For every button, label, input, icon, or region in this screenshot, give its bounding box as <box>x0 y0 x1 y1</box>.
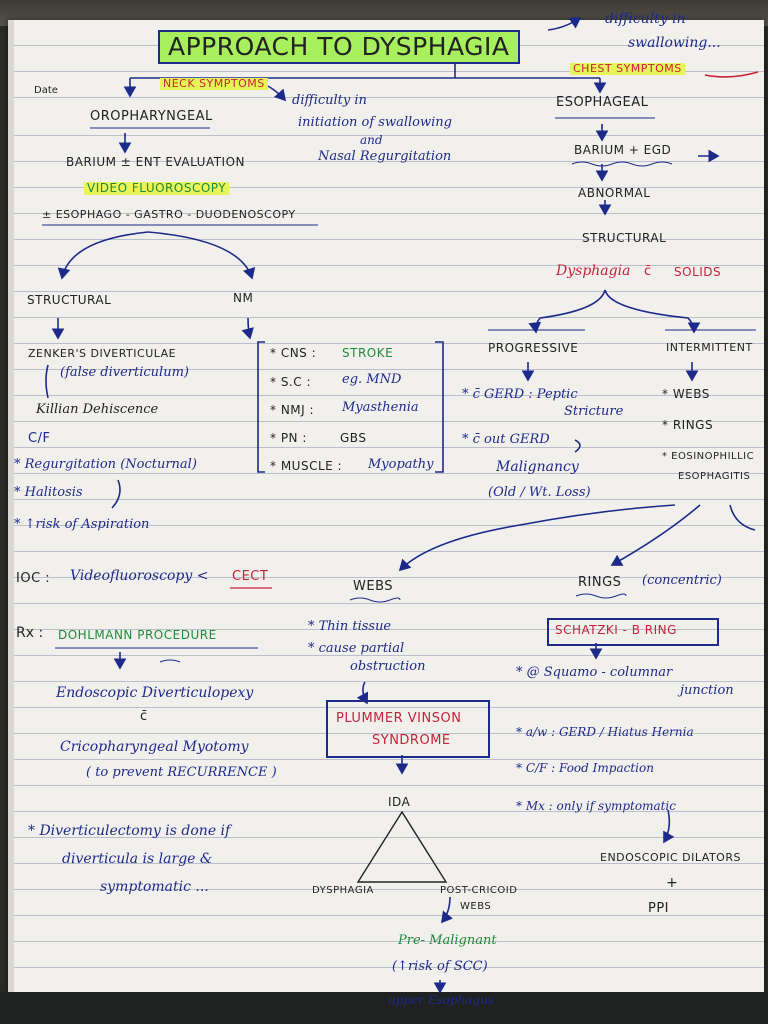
pvs-line-1: PLUMMER VINSON <box>336 711 462 726</box>
inter-item-4: ESOPHAGITIS <box>678 471 751 482</box>
endoscopic-dilators: ENDOSCOPIC DILATORS <box>600 851 741 864</box>
rx-note-1: * Diverticulectomy is done if <box>28 823 231 839</box>
structural-chest: STRUCTURAL <box>582 231 667 245</box>
rx-line-1: Endoscopic Diverticulopexy <box>56 685 254 701</box>
intermittent-label: INTERMITTENT <box>666 341 753 354</box>
pre-malignant: Pre- Malignant <box>398 933 497 948</box>
oropharyngeal-heading: OROPHARYNGEAL <box>90 109 213 124</box>
nm-item-cns-val: STROKE <box>342 346 394 360</box>
nm-item-sc-val: eg. MND <box>342 372 402 387</box>
nm-item-cns-key: * CNS : <box>270 346 317 360</box>
nm-label: NM <box>233 291 254 305</box>
cf-label: C/F <box>28 431 51 446</box>
barium-egd: BARIUM + EGD <box>574 143 672 157</box>
rings-item-4: * C/F : Food Impaction <box>516 761 654 775</box>
rx-line-3: Cricopharyngeal Myotomy <box>60 739 249 755</box>
neck-note-2: initiation of swallowing <box>298 115 452 130</box>
rings-item-3: * a/w : GERD / Hiatus Hernia <box>516 725 694 739</box>
egd-line: ± ESOPHAGO - GASTRO - DUODENOSCOPY <box>42 208 296 221</box>
upper-esophagus: upper Esophagus <box>388 993 495 1007</box>
killian-dehiscence: Killian Dehiscence <box>36 402 159 417</box>
zenker-label: ZENKER'S DIVERTICULAE <box>28 347 177 360</box>
rx-note-3: symptomatic ... <box>100 879 209 895</box>
post-cricoid-2: WEBS <box>460 901 492 912</box>
cf-item-1: * Regurgitation (Nocturnal) <box>14 457 197 472</box>
dohlmann-procedure: DOHLMANN PROCEDURE <box>58 628 217 642</box>
rings-item-5: * Mx : only if symptomatic <box>516 799 676 813</box>
rx-label: Rx : <box>16 625 44 641</box>
abnormal-label: ABNORMAL <box>578 186 651 200</box>
rings-heading: RINGS <box>578 575 622 590</box>
page-spine-edge <box>8 20 14 994</box>
page-title: APPROACH TO DYSPHAGIA <box>158 30 520 65</box>
nm-item-pn-key: * PN : <box>270 431 307 445</box>
post-cricoid-1: POST-CRICOID <box>440 885 518 896</box>
barium-ent: BARIUM ± ENT EVALUATION <box>66 155 246 169</box>
inter-item-3: * EOSINOPHILLIC <box>662 451 755 462</box>
neck-symptoms-label: NECK SYMPTOMS <box>160 78 268 90</box>
ioc-cect: CECT <box>232 569 269 584</box>
schatzki-box <box>547 618 719 646</box>
neck-note-3: and <box>360 133 383 147</box>
webs-item-1: * Thin tissue <box>308 619 392 634</box>
neck-note-4: Nasal Regurgitation <box>318 149 452 164</box>
structural-neck: STRUCTURAL <box>27 293 112 307</box>
webs-heading: WEBS <box>353 579 394 594</box>
plummer-vinson-box <box>326 700 490 758</box>
scc-risk: (↑risk of SCC) <box>392 959 488 974</box>
rings-item-2: junction <box>680 683 734 698</box>
ida-label: IDA <box>388 795 411 809</box>
rings-plus: + <box>666 875 678 891</box>
pvs-line-2: SYNDROME <box>372 733 451 748</box>
ioc-label: IOC : <box>16 571 51 586</box>
webs-item-3: obstruction <box>350 659 426 674</box>
prog-item-1: * c̄ GERD : Peptic <box>462 387 578 402</box>
dysphagia-solids-a: Dysphagia <box>556 263 631 279</box>
ioc-text: Videofluoroscopy < <box>70 568 209 584</box>
inter-item-2: * RINGS <box>662 418 714 432</box>
nm-item-muscle-key: * MUSCLE : <box>270 459 343 473</box>
esophageal-heading: ESOPHAGEAL <box>556 95 649 110</box>
rings-concentric: (concentric) <box>642 573 722 588</box>
false-diverticulum: (false diverticulum) <box>60 365 189 380</box>
ida-triangle <box>356 810 448 883</box>
ppi-label: PPI <box>648 901 670 916</box>
dysphagia-solids-c: SOLIDS <box>674 265 722 279</box>
rx-note-2: diverticula is large & <box>62 851 213 867</box>
desk-bottom <box>0 992 768 1024</box>
neck-note-1: difficulty in <box>292 93 367 108</box>
nm-item-sc-key: * S.C : <box>270 375 311 389</box>
cf-item-3: * ↑risk of Aspiration <box>14 517 150 532</box>
rx-line-2: c̄ <box>140 709 148 724</box>
cf-item-2: * Halitosis <box>14 485 83 500</box>
rx-line-4: ( to prevent RECURRENCE ) <box>86 765 277 780</box>
prog-item-3: * c̄ out GERD <box>462 432 550 447</box>
chest-symptoms-label: CHEST SYMPTOMS <box>570 63 685 75</box>
rings-item-1: * @ Squamo - columnar <box>516 665 673 680</box>
dysphagia-solids-b: c̄ <box>644 264 652 279</box>
prog-item-5: (Old / Wt. Loss) <box>488 485 591 500</box>
schatzki-ring: SCHATZKI - B RING <box>555 623 677 637</box>
nm-item-nmj-val: Myasthenia <box>342 400 419 415</box>
nm-item-nmj-key: * NMJ : <box>270 403 315 417</box>
title-note-line1: difficulty in <box>605 11 686 27</box>
inter-item-1: * WEBS <box>662 387 710 401</box>
dysphagia-corner: DYSPHAGIA <box>312 885 374 896</box>
progressive-label: PROGRESSIVE <box>488 341 579 355</box>
prog-item-2: Stricture <box>564 404 624 419</box>
prog-item-4: Malignancy <box>496 459 579 475</box>
video-fluoroscopy: VIDEO FLUOROSCOPY <box>84 182 230 195</box>
date-label: Date <box>34 85 58 96</box>
title-note-line2: swallowing... <box>628 35 721 51</box>
nm-item-pn-val: GBS <box>340 431 367 445</box>
nm-item-muscle-val: Myopathy <box>368 457 434 472</box>
webs-item-2: * cause partial <box>308 641 405 656</box>
